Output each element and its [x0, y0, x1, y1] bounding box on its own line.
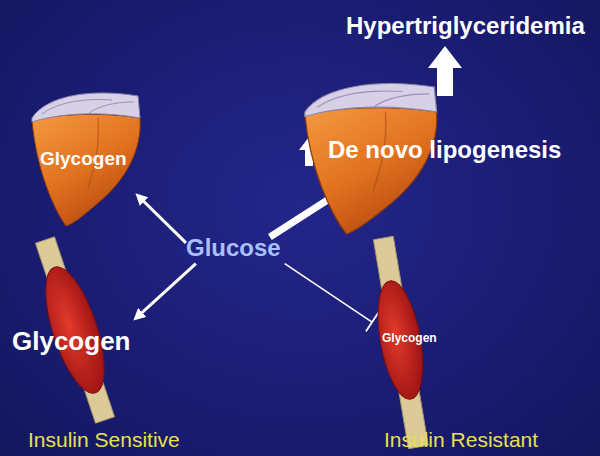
condition-label: Insulin Sensitive	[28, 428, 180, 452]
node-text: Glycogen	[40, 148, 127, 170]
glucose-label: Glucose	[186, 234, 285, 264]
muscle: Glycogen	[8, 235, 145, 425]
node-text: Glucose	[186, 234, 285, 262]
node-text: Glycogen	[382, 332, 437, 346]
node-text: Glycogen	[12, 327, 130, 357]
condition-label: Insulin Resistant	[384, 428, 538, 452]
node-text: De novo lipogenesis	[328, 136, 561, 164]
liver: Glycogen	[28, 88, 142, 228]
flow-arrow	[138, 196, 186, 243]
muscle: Glycogen	[368, 235, 441, 450]
liver: De novo lipogenesis	[300, 78, 575, 235]
outcome-label: Hypertriglyceridemia	[346, 12, 585, 40]
inhibition-line	[285, 264, 372, 322]
flow-arrow	[136, 264, 196, 318]
